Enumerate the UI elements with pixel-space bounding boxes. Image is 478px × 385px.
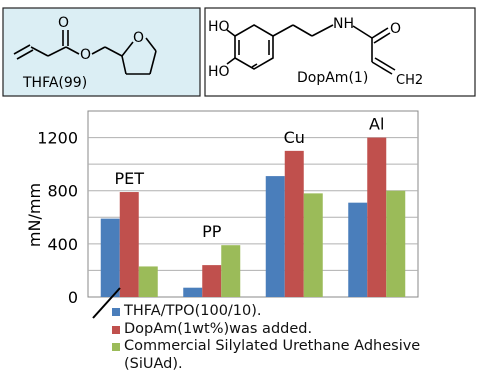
y-axis-label: mN/mm — [25, 183, 44, 247]
molecule-dopam: HO HO NH O CH2 DopAm(1) — [204, 7, 476, 97]
y-tick-label: 800 — [47, 182, 78, 201]
bar-pp-1 — [202, 265, 222, 297]
legend-swatch-0 — [112, 308, 120, 316]
y-tick-label: 1200 — [37, 129, 78, 148]
dopam-atom-ho-top: HO — [208, 19, 230, 35]
bar-al-1 — [367, 137, 387, 297]
plot-area-border — [87, 110, 419, 298]
legend-swatch-2 — [112, 343, 120, 351]
molecule-thfa: O O O THFA(99) — [2, 7, 201, 97]
thfa-box — [2, 7, 201, 97]
y-tick-labels: 0 400 800 1200 — [37, 129, 78, 307]
legend-item-2: Commercial Silylated Urethane Adhesive (… — [112, 338, 478, 373]
legend-label-0: THFA/TPO(100/10). — [124, 303, 262, 319]
bar-cu-0 — [265, 176, 285, 297]
legend-label-1: DopAm(1wt%)was added. — [124, 320, 313, 337]
dopam-atom-ch2: CH2 — [396, 73, 423, 88]
category-label: Al — [369, 115, 384, 134]
legend: THFA/TPO(100/10). DopAm(1wt%)was added. … — [112, 303, 478, 373]
bar-cu-1 — [284, 150, 304, 297]
thfa-atom-carbonyl-o: O — [58, 15, 69, 31]
bar-chart: 0 400 800 1200 PET PP Cu Al mN/mm — [25, 110, 419, 319]
bars — [100, 137, 406, 297]
bar-cu-2 — [303, 193, 323, 297]
dopam-structure — [226, 24, 396, 75]
thfa-atom-ring-o: O — [133, 30, 144, 46]
bar-pp-2 — [221, 245, 241, 297]
bar-pet-2 — [138, 266, 158, 297]
dopam-atom-ho-bottom: HO — [208, 64, 230, 80]
bar-pet-0 — [100, 218, 120, 297]
bar-pp-0 — [183, 287, 203, 297]
y-tick-label: 400 — [47, 235, 78, 254]
legend-swatch-1 — [112, 325, 120, 334]
bar-pet-1 — [119, 192, 139, 297]
category-label: PP — [202, 222, 222, 241]
category-label: Cu — [284, 128, 305, 147]
dopam-box — [204, 7, 476, 97]
y-tick-label: 0 — [68, 288, 78, 307]
dopam-label: DopAm(1) — [297, 70, 368, 86]
legend-item-0: THFA/TPO(100/10). — [112, 303, 478, 321]
legend-leader-line — [92, 287, 121, 319]
category-label: PET — [114, 169, 144, 188]
legend-item-1: DopAm(1wt%)was added. — [112, 321, 478, 339]
category-labels: PET PP Cu Al — [114, 115, 384, 242]
dopam-atom-o: O — [390, 21, 401, 37]
legend-label-2: Commercial Silylated Urethane Adhesive (… — [124, 338, 421, 372]
thfa-label: THFA(99) — [22, 75, 87, 91]
bar-al-0 — [348, 202, 368, 297]
bar-al-2 — [386, 190, 406, 297]
thfa-structure — [13, 30, 157, 75]
dopam-atom-nh: NH — [333, 16, 354, 32]
thfa-atom-ester-o: O — [80, 47, 91, 63]
